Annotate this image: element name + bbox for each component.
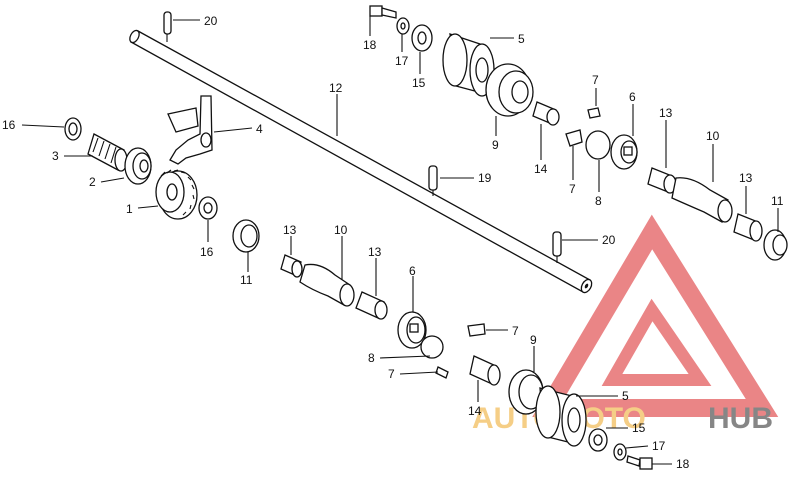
callout-14-bottom: 14 <box>468 404 482 418</box>
washer-17-top <box>396 17 410 35</box>
drum-6-left <box>397 311 427 349</box>
callout-10-right: 10 <box>706 129 720 143</box>
callout-19: 19 <box>478 171 492 185</box>
callout-7-bottom: 7 <box>512 324 519 338</box>
clip-7-bottom <box>467 323 486 337</box>
washer-16-right <box>198 196 218 220</box>
drum-6-top <box>610 134 638 170</box>
callout-15-bottom: 15 <box>632 421 646 435</box>
callout-14-top: 14 <box>534 162 548 176</box>
callout-6-top: 6 <box>629 90 636 104</box>
callout-6-left: 6 <box>409 264 416 278</box>
bushing-11-right <box>763 229 788 261</box>
pin-19 <box>428 165 438 196</box>
watermark-text-hub: HUB <box>708 402 773 435</box>
watermark-triangle-outer <box>532 214 779 417</box>
callout-7-top-a: 7 <box>592 73 599 87</box>
callout-17-bottom: 17 <box>652 439 666 453</box>
callout-7-top-b: 7 <box>569 182 576 196</box>
callout-15-top: 15 <box>412 76 426 90</box>
callout-20-top: 20 <box>204 14 218 28</box>
bushing-14-bottom <box>469 355 501 386</box>
bolt-18-bottom <box>626 455 653 470</box>
bearing-9-bottom <box>508 369 544 415</box>
callout-1: 1 <box>126 202 133 216</box>
callout-16-left: 16 <box>2 118 16 132</box>
clip-7-top-b <box>565 129 583 147</box>
callout-11-left: 11 <box>240 273 253 287</box>
collar-13-left-b <box>355 291 388 320</box>
bushing-11-left <box>232 219 260 253</box>
callout-8-top: 8 <box>595 194 602 208</box>
callout-20-bottom: 20 <box>602 233 616 247</box>
clip-7-top-a <box>587 107 601 119</box>
leader-lines <box>21 16 779 465</box>
callout-13-left-a: 13 <box>283 223 297 237</box>
washer-15-bottom <box>588 428 608 452</box>
collar-13-right-a <box>647 167 677 194</box>
callout-17-top: 17 <box>395 54 409 68</box>
callout-numbers: 20 16 3 2 1 4 16 12 11 13 10 13 6 8 7 7 … <box>2 14 784 471</box>
callout-5-top: 5 <box>518 32 525 46</box>
callout-5-bottom: 5 <box>622 389 629 403</box>
clip-7-left <box>435 366 449 379</box>
needle-bearing-3 <box>87 133 128 172</box>
callout-11-right: 11 <box>771 194 784 208</box>
collar-13-left-a <box>280 254 303 278</box>
callout-16-right: 16 <box>200 245 214 259</box>
washer-15-top <box>411 24 433 52</box>
callout-18-top: 18 <box>363 38 377 52</box>
bolt-18-top <box>369 5 397 19</box>
bearing-9-top <box>485 63 534 117</box>
circlip-8-top <box>585 130 611 160</box>
shift-fork-4 <box>167 95 213 165</box>
gear-1 <box>155 169 198 220</box>
callout-7-left: 7 <box>388 367 395 381</box>
hub-2 <box>124 147 152 185</box>
pin-20-bottom <box>552 231 562 263</box>
pin-20-top <box>163 11 172 42</box>
gear-5-bottom <box>535 385 587 447</box>
spacer-10-right <box>671 177 733 223</box>
callout-10-left: 10 <box>334 223 348 237</box>
collar-13-right-b <box>733 213 763 242</box>
callout-9-top: 9 <box>492 138 499 152</box>
callout-13-right-a: 13 <box>659 106 673 120</box>
callout-3: 3 <box>52 149 59 163</box>
callout-2: 2 <box>89 175 96 189</box>
callout-4: 4 <box>256 122 263 136</box>
washer-17-bottom <box>613 443 627 461</box>
bushing-14-top <box>532 101 560 126</box>
callout-12: 12 <box>329 81 343 95</box>
callout-9-bottom: 9 <box>530 333 537 347</box>
callout-13-left-b: 13 <box>368 245 382 259</box>
callout-8-left: 8 <box>368 351 375 365</box>
spacer-10-left <box>299 263 355 307</box>
callout-13-right-b: 13 <box>739 171 753 185</box>
washer-16-left <box>64 117 82 141</box>
callout-18-bottom: 18 <box>676 457 690 471</box>
shift-shaft <box>129 29 593 294</box>
watermark-triangle-inner <box>601 298 712 386</box>
circlip-8-left <box>420 335 444 359</box>
